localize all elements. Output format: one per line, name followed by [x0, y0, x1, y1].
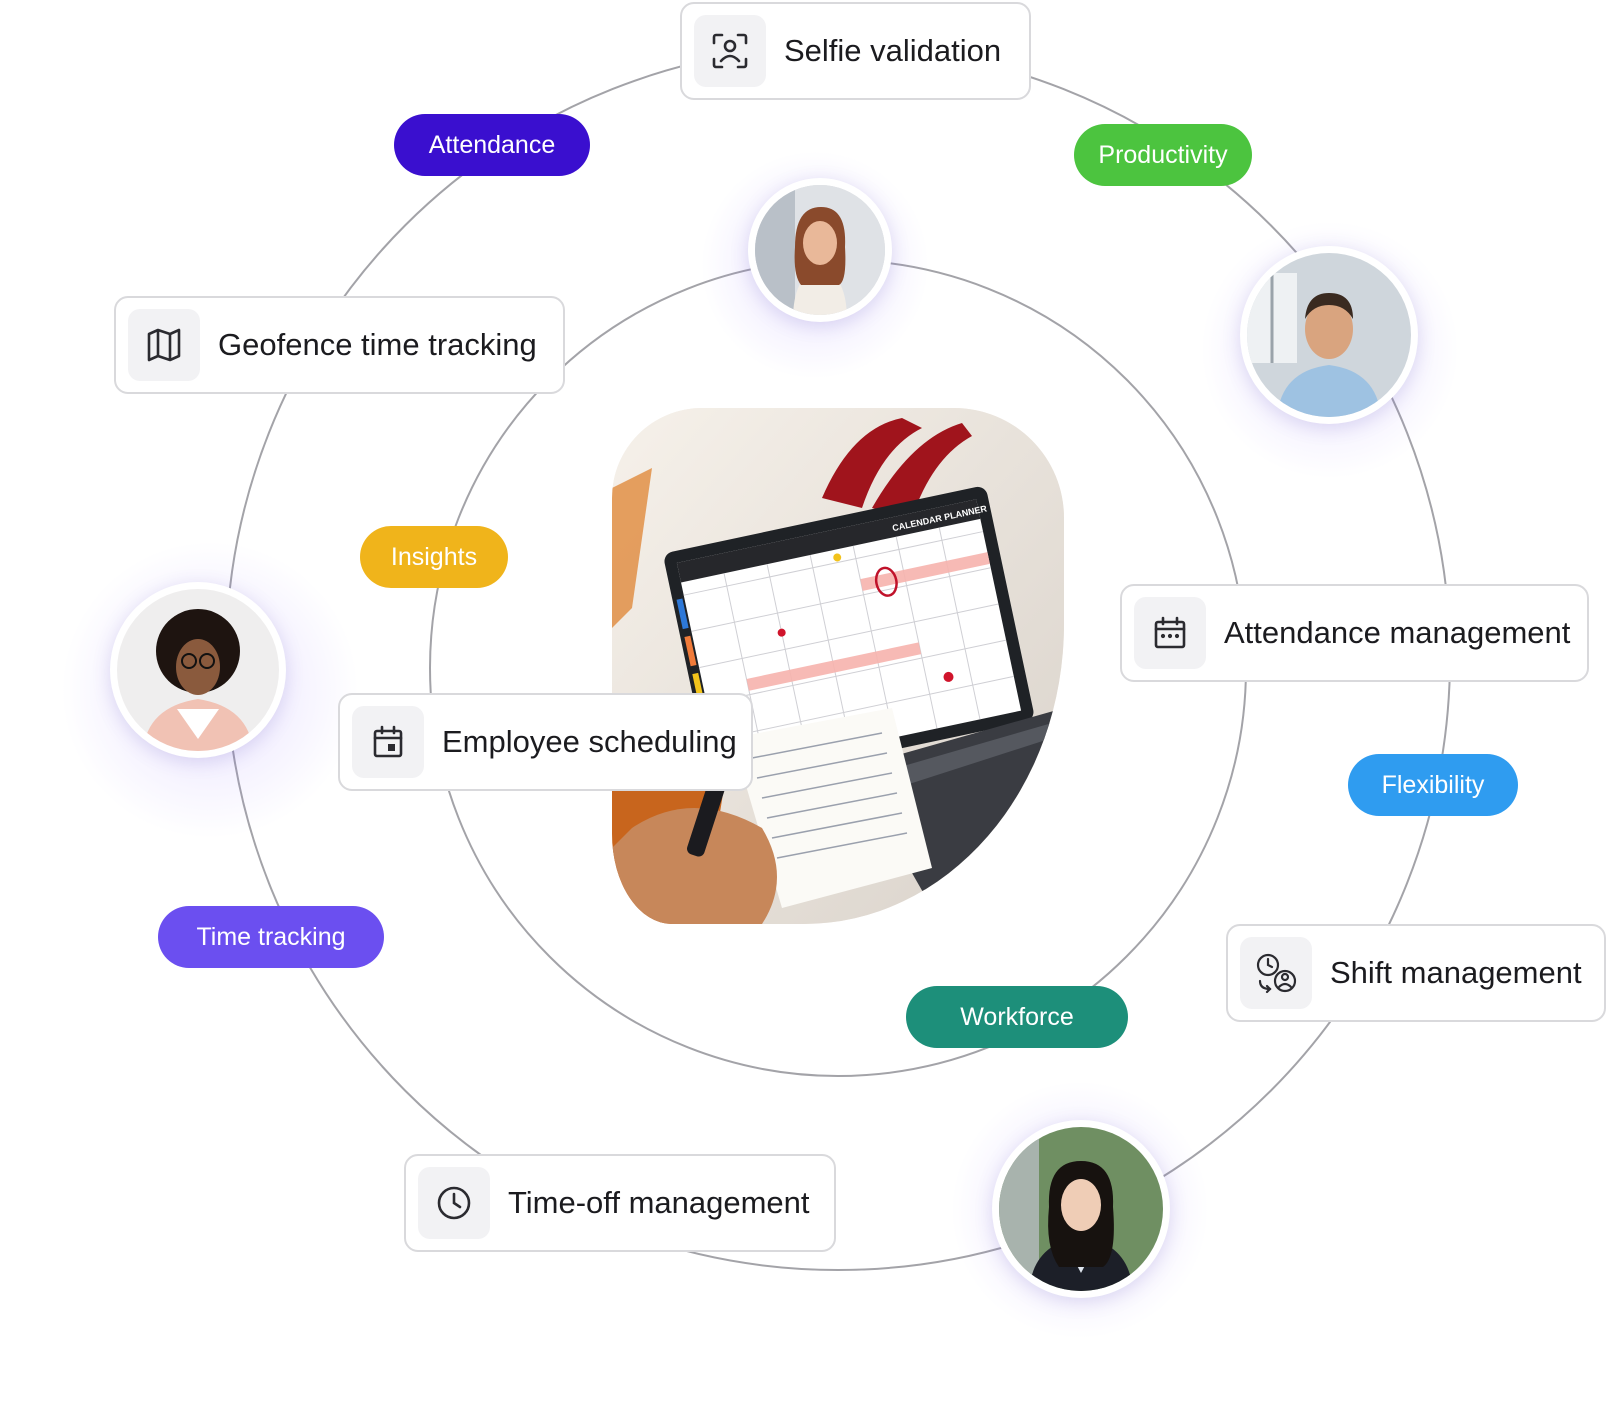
avatar — [1240, 246, 1418, 424]
shift-swap-icon — [1240, 937, 1312, 1009]
clock-icon — [418, 1167, 490, 1239]
card-selfie-validation[interactable]: Selfie validation — [680, 2, 1031, 100]
card-label: Geofence time tracking — [218, 327, 537, 362]
calendar-event-icon — [352, 706, 424, 778]
person-photo — [117, 589, 279, 751]
face-scan-icon — [694, 15, 766, 87]
pill-insights: Insights — [360, 526, 508, 588]
person-photo — [1247, 253, 1411, 417]
card-employee-scheduling[interactable]: Employee scheduling — [338, 693, 753, 791]
avatar — [110, 582, 286, 758]
person-photo — [999, 1127, 1163, 1291]
avatar — [992, 1120, 1170, 1298]
pill-attendance: Attendance — [394, 114, 590, 176]
laptop-calendar-illustration: CALENDAR PLANNER — [612, 408, 1064, 924]
card-label: Employee scheduling — [442, 724, 737, 759]
card-attendance-management[interactable]: Attendance management — [1120, 584, 1589, 682]
map-icon — [128, 309, 200, 381]
person-photo — [755, 185, 885, 315]
card-label: Attendance management — [1224, 615, 1571, 650]
pill-time-tracking: Time tracking — [158, 906, 384, 968]
card-label: Selfie validation — [784, 33, 1002, 68]
card-time-off-management[interactable]: Time-off management — [404, 1154, 836, 1252]
pill-productivity: Productivity — [1074, 124, 1252, 186]
card-shift-management[interactable]: Shift management — [1226, 924, 1606, 1022]
card-label: Shift management — [1330, 955, 1582, 990]
card-label: Time-off management — [508, 1185, 810, 1220]
avatar — [748, 178, 892, 322]
calendar-icon — [1134, 597, 1206, 669]
pill-workforce: Workforce — [906, 986, 1128, 1048]
card-geofence-time-tracking[interactable]: Geofence time tracking — [114, 296, 565, 394]
pill-flexibility: Flexibility — [1348, 754, 1518, 816]
